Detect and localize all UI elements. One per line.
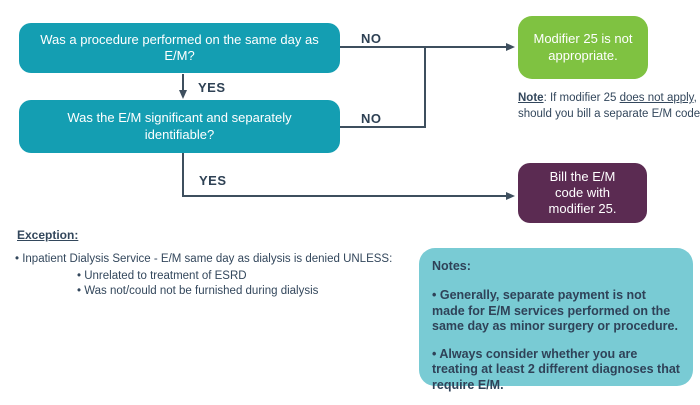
flow-node-outcome-bill: Bill the E/M code with modifier 25.: [518, 163, 647, 223]
connector-no1-line: [340, 46, 507, 48]
connector-yes1-line: [182, 74, 184, 91]
label-no1: NO: [361, 31, 382, 46]
flow-node-outcome-not-appropriate: Modifier 25 is not appropriate.: [518, 16, 648, 79]
exception-sub-item: • Unrelated to treatment of ESRD: [77, 269, 247, 282]
note-text: Note: If modifier 25 does not apply, sho…: [518, 91, 700, 122]
notes-bullet: • Generally, separate payment is not mad…: [432, 288, 678, 333]
label-yes1: YES: [198, 80, 226, 95]
note-label: Note: [518, 92, 544, 104]
exception-sub-item: • Was not/could not be furnished during …: [77, 284, 319, 297]
flow-node-outcome-bill-text: Bill the E/M code with modifier 25.: [548, 168, 617, 217]
exception-section: Exception: • Inpatient Dialysis Service …: [15, 228, 415, 299]
note-underlined-phrase: does not apply: [619, 92, 694, 104]
arrow-down-icon: [179, 90, 187, 99]
exception-heading: Exception:: [17, 228, 79, 242]
flow-node-question-significant-text: Was the E/M significant and separately i…: [67, 110, 292, 142]
flow-node-outcome-not-appropriate-text: Modifier 25 is not appropriate.: [533, 31, 633, 63]
notes-heading: Notes:: [432, 259, 471, 273]
connector-junction-line: [424, 46, 426, 128]
flow-node-question-same-day-text: Was a procedure performed on the same da…: [40, 31, 319, 63]
connector-yes2-vline: [182, 153, 184, 197]
arrow-right-icon: [506, 192, 515, 200]
note-after-underline: ,: [693, 92, 697, 104]
notes-bullet: • Always consider whether you are treati…: [432, 347, 680, 392]
connector-no2-line: [340, 126, 426, 128]
exception-item: • Inpatient Dialysis Service - E/M same …: [15, 253, 393, 265]
label-yes2: YES: [199, 173, 227, 188]
notes-panel: Notes: • Generally, separate payment is …: [419, 248, 693, 392]
flow-node-question-same-day: Was a procedure performed on the same da…: [19, 23, 340, 73]
note-line2: should you bill a separate E/M code?: [518, 107, 700, 120]
label-no2: NO: [361, 111, 382, 126]
connector-yes2-hline: [182, 195, 507, 197]
flow-node-question-significant: Was the E/M significant and separately i…: [19, 100, 340, 153]
note-text-before: : If modifier 25: [543, 92, 620, 104]
arrow-right-icon: [506, 43, 515, 51]
